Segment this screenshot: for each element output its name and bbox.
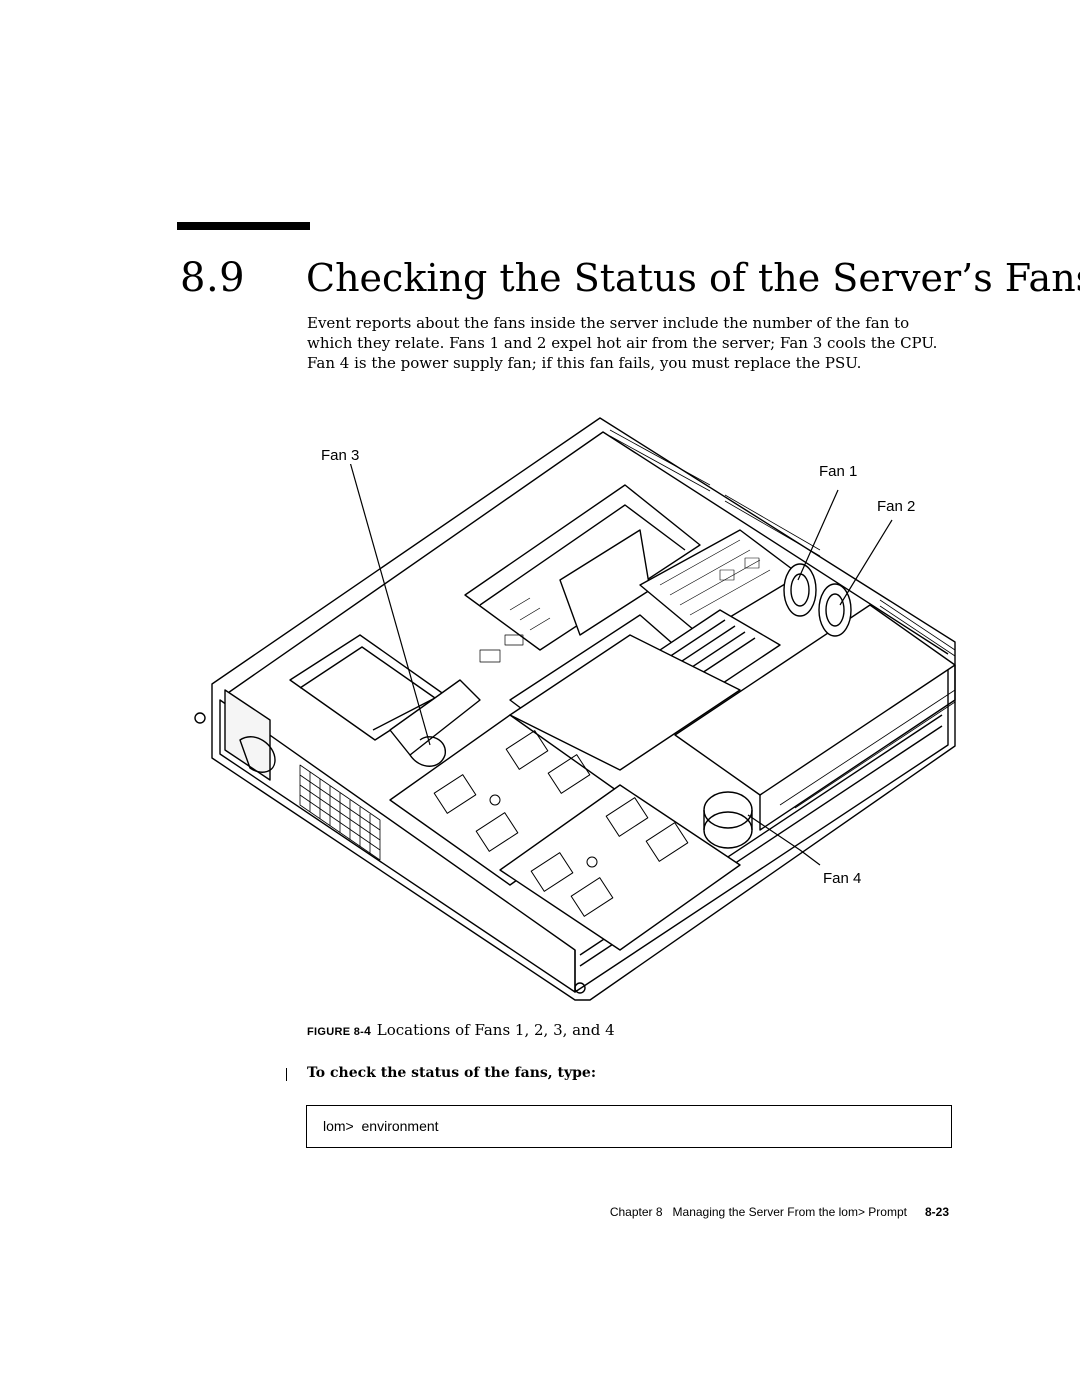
page-number: 8-23: [924, 1205, 949, 1219]
fan4-label: Fan 4: [821, 870, 864, 887]
figure-caption-text: Locations of Fans 1, 2, 3, and 4: [376, 1021, 615, 1039]
page-footer: Chapter 8 Managing the Server From the l…: [610, 1205, 949, 1219]
command-text: lom> environment: [323, 1118, 439, 1134]
figure-caption-label: FIGURE 8-: [307, 1026, 365, 1038]
step-instruction: To check the status of the fans, type:: [307, 1065, 597, 1081]
footer-chapter-text: Chapter 8 Managing the Server From the l…: [609, 1205, 907, 1219]
figure-caption-number: 4: [364, 1024, 371, 1038]
section-title: Checking the Status of the Server’s Fans: [306, 256, 1080, 300]
section-number: 8.9: [180, 255, 246, 301]
fan3-label: Fan 3: [319, 447, 362, 464]
code-example: lom> environment: [306, 1105, 952, 1148]
figure-caption: FIGURE 8-4 Locations of Fans 1, 2, 3, and…: [307, 1021, 615, 1039]
fan2-label: Fan 2: [875, 498, 918, 515]
step-marker: [286, 1068, 287, 1081]
fan1-label: Fan 1: [817, 463, 860, 480]
server-chassis-illustration: [194, 417, 956, 1001]
section-rule: [177, 222, 310, 230]
body-paragraph: Event reports about the fans inside the …: [307, 314, 938, 372]
fan-locations-figure: Fan 3 Fan 1 Fan 2 Fan 4: [180, 410, 980, 1020]
